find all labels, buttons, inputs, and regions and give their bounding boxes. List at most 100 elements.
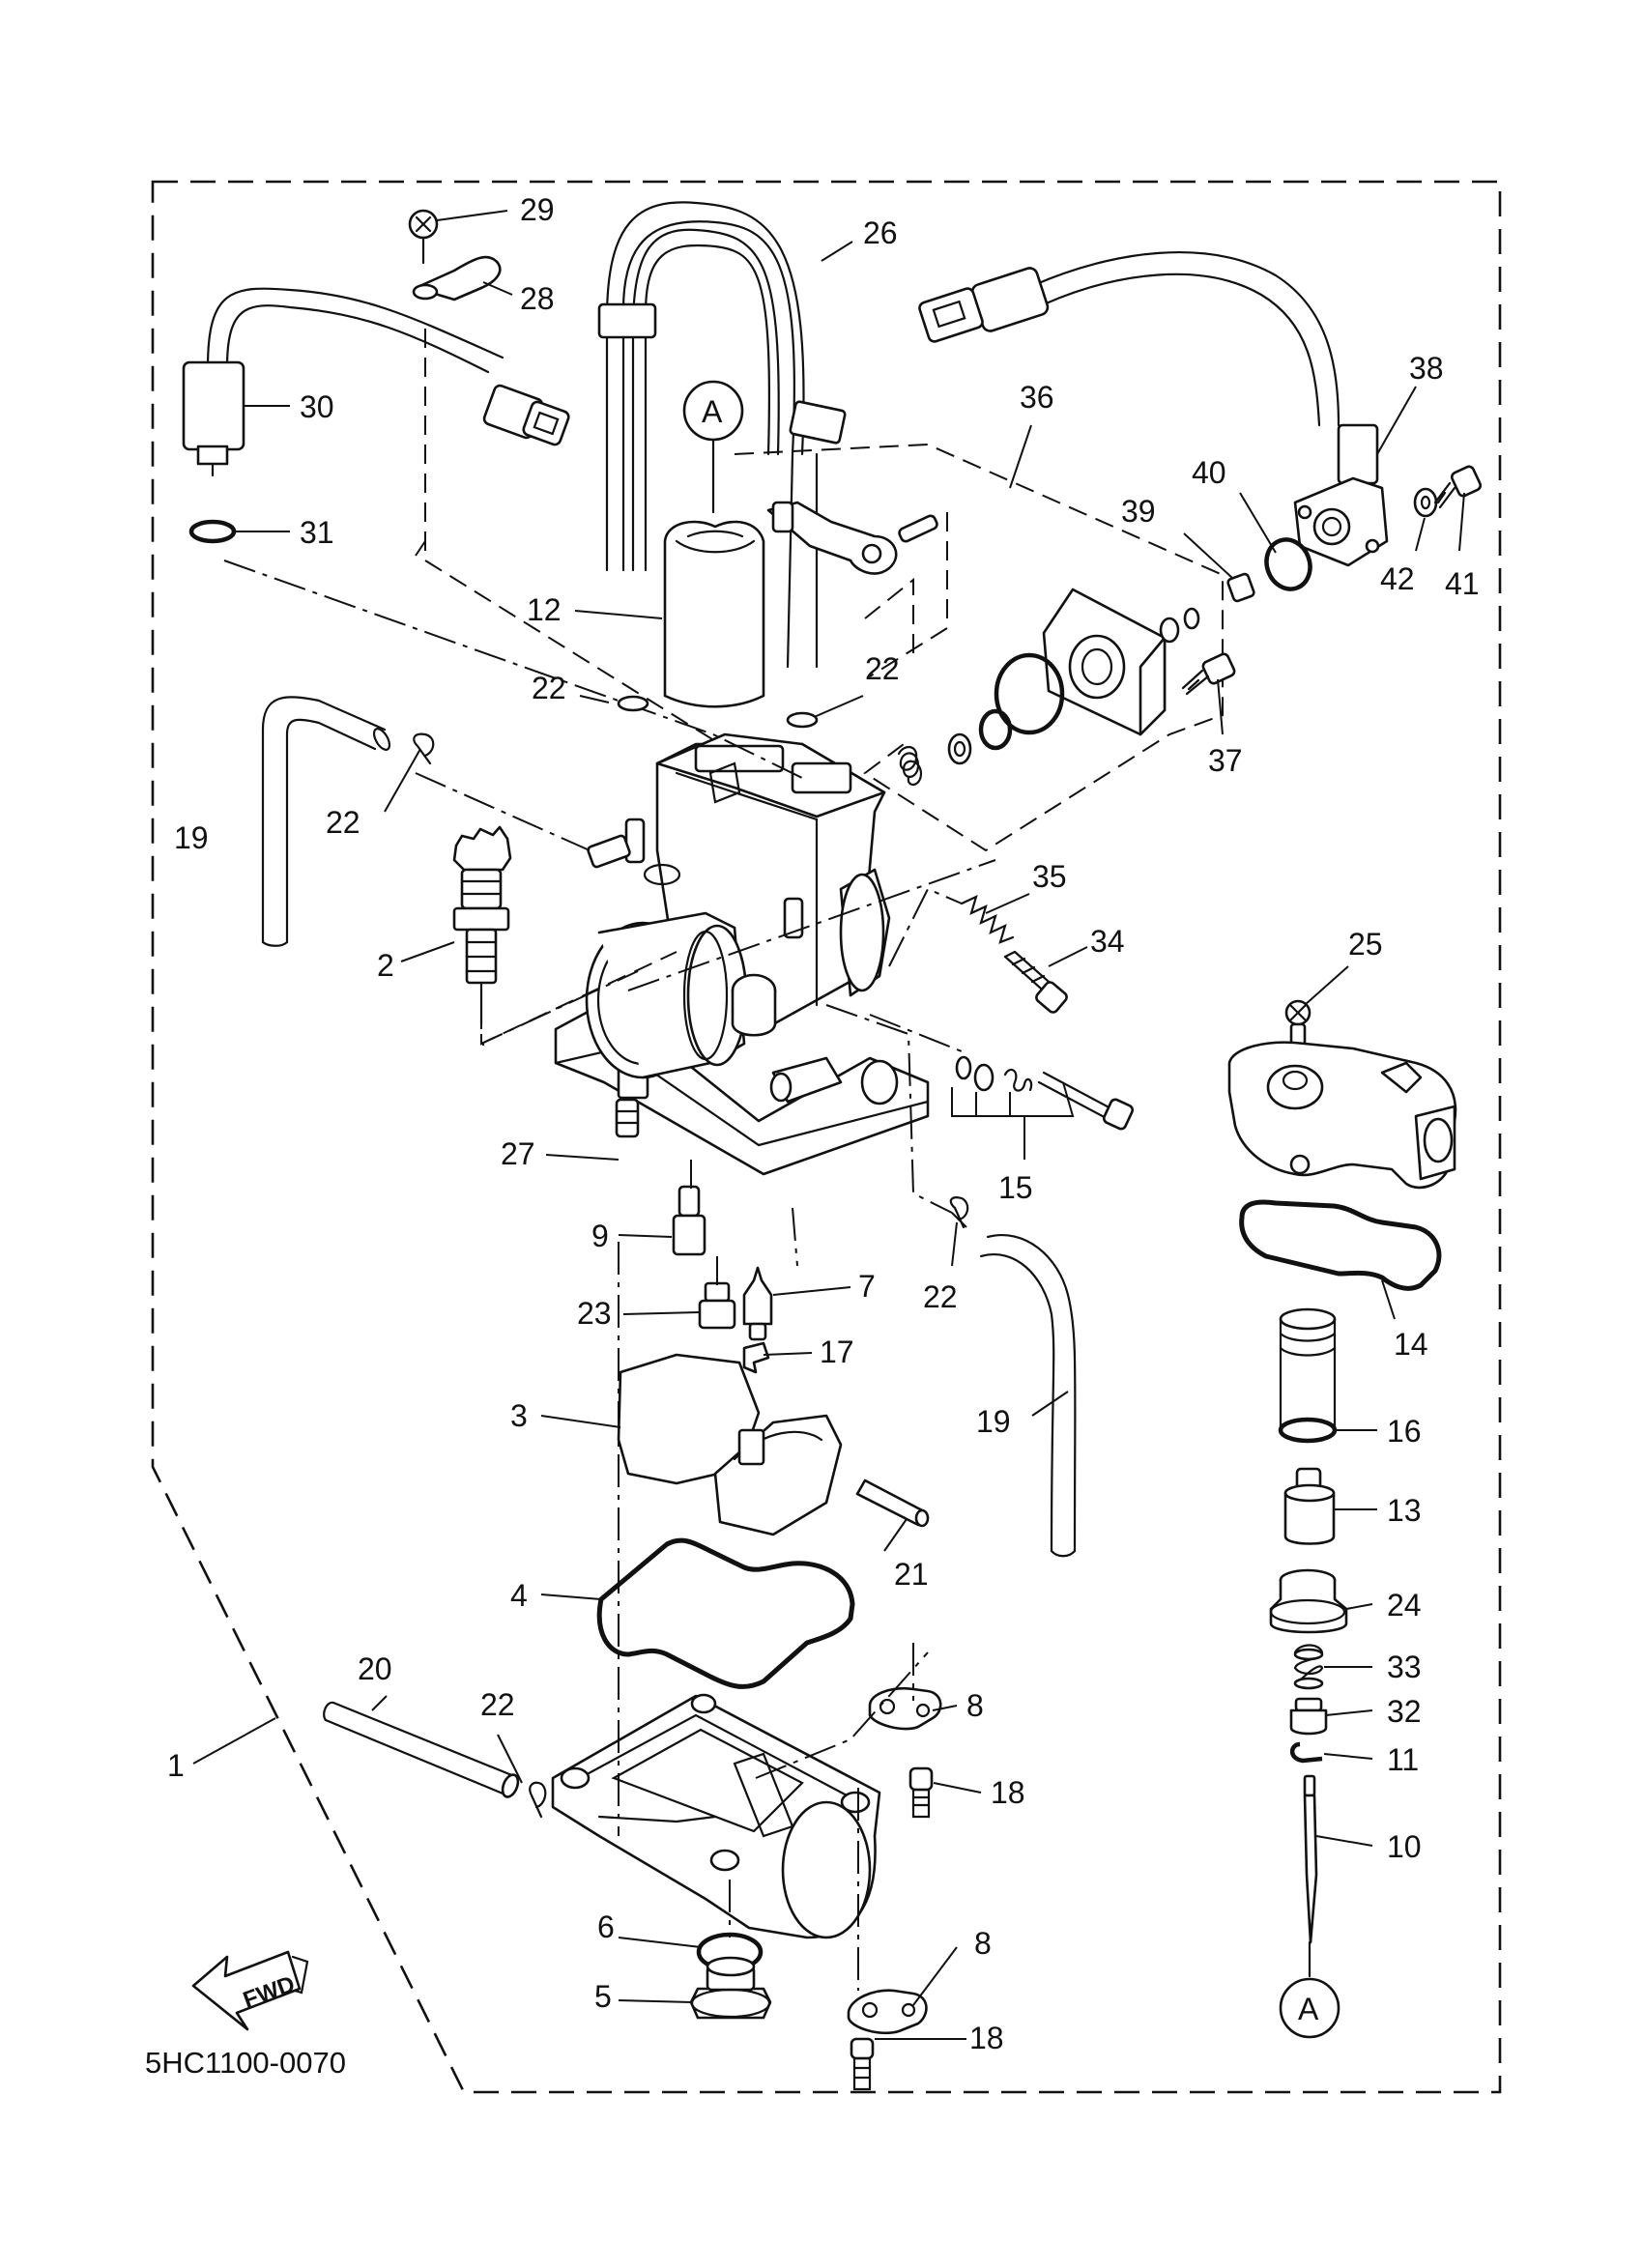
part-36-group-outline xyxy=(734,443,1224,852)
reference-marker-a-top-label: A xyxy=(702,394,723,429)
part-16-spring-boot xyxy=(1278,1307,1338,1444)
fwd-arrow-icon: FWD xyxy=(191,1950,309,2031)
part-3-float xyxy=(617,1353,843,1536)
part-22-clip-a xyxy=(617,695,649,712)
part-21-float-pin xyxy=(855,1479,930,1528)
part-22-clip-b xyxy=(786,711,819,729)
part-36-orings xyxy=(947,652,1065,765)
part-32-retainer xyxy=(1289,1697,1328,1736)
part-29-screw xyxy=(408,209,439,265)
part-38-tps-cable xyxy=(918,251,1340,427)
assembly-boundary xyxy=(151,180,1502,2094)
assembly-centerlines xyxy=(223,540,996,1991)
callout-19-a: 19 xyxy=(174,820,209,855)
part-24-cap xyxy=(1269,1568,1348,1634)
part-37-screw xyxy=(1181,652,1236,696)
callout-27: 27 xyxy=(501,1136,535,1171)
part-39-key xyxy=(1226,572,1255,603)
callout-42: 42 xyxy=(1380,561,1415,596)
callout-34: 34 xyxy=(1090,924,1125,959)
part-18-screw-upper xyxy=(908,1766,934,1819)
part-36-lever-assembly xyxy=(766,501,938,575)
part-31-oring xyxy=(188,519,237,544)
callout-10: 10 xyxy=(1387,1829,1422,1864)
part-42-washer xyxy=(1413,487,1438,518)
part-pump-cover xyxy=(1227,1041,1457,1190)
callout-28: 28 xyxy=(520,281,555,316)
part-36-spring xyxy=(897,746,923,786)
part-41-screw xyxy=(1433,465,1483,509)
callout-18-a: 18 xyxy=(991,1775,1025,1810)
assembly-dash-lines xyxy=(424,329,721,1046)
part-1-float-chamber xyxy=(551,1693,881,1939)
callout-4: 4 xyxy=(510,1578,528,1613)
callout-22-e: 22 xyxy=(480,1687,515,1722)
callout-2: 2 xyxy=(377,948,394,983)
part-17-clip xyxy=(742,1341,770,1374)
callout-41: 41 xyxy=(1445,566,1480,601)
callout-8-a: 8 xyxy=(966,1688,984,1723)
part-34-screw xyxy=(1003,950,1068,1014)
part-22-clip-c xyxy=(413,732,435,765)
part-8-plate-upper xyxy=(868,1687,942,1731)
part-10-jet-needle xyxy=(1303,1774,1318,1978)
callout-26: 26 xyxy=(863,215,898,250)
part-20-drain-hose xyxy=(323,1701,520,1798)
part-12-throttle-valve xyxy=(663,520,765,708)
part-22-clip-e xyxy=(529,1781,547,1819)
callout-21: 21 xyxy=(894,1557,929,1592)
part-5-drain-plug xyxy=(689,1956,772,2020)
callout-39: 39 xyxy=(1121,494,1156,529)
part-30-connector xyxy=(482,384,570,446)
part-38-tps xyxy=(1293,423,1389,567)
part-26-vent-hoses xyxy=(597,201,847,669)
part-36-plate xyxy=(1042,588,1200,736)
part-30-sensor xyxy=(182,287,504,477)
leader-lines xyxy=(192,210,1465,2040)
callout-33: 33 xyxy=(1387,1650,1422,1684)
callout-14: 14 xyxy=(1394,1327,1428,1362)
callout-35: 35 xyxy=(1032,859,1067,894)
callout-17: 17 xyxy=(820,1335,854,1369)
callout-22-b: 22 xyxy=(865,651,900,686)
callout-8-b: 8 xyxy=(974,1926,992,1961)
callout-22-d: 22 xyxy=(923,1279,958,1314)
callout-13: 13 xyxy=(1387,1493,1422,1528)
reference-marker-a-bottom-label: A xyxy=(1298,1992,1319,2026)
callout-19-b: 19 xyxy=(976,1404,1011,1439)
callout-1: 1 xyxy=(167,1748,185,1783)
part-4-float-gasket xyxy=(596,1537,855,1689)
callout-25: 25 xyxy=(1348,927,1383,962)
part-18-screw-lower xyxy=(850,2037,875,2091)
callout-38: 38 xyxy=(1409,351,1444,386)
part-14-diaphragm xyxy=(1239,1199,1442,1291)
part-7-needle-valve xyxy=(742,1266,773,1341)
callout-labels: 29 28 30 31 26 12 22 22 22 19 2 27 36 38… xyxy=(167,192,1480,2055)
part-15-adjuster-set xyxy=(955,1055,1135,1131)
callout-23: 23 xyxy=(577,1296,612,1331)
part-2-pilot-screw xyxy=(452,825,512,1026)
callout-16: 16 xyxy=(1387,1414,1422,1449)
callout-32: 32 xyxy=(1387,1694,1422,1729)
callout-24: 24 xyxy=(1387,1588,1422,1622)
callout-9: 9 xyxy=(591,1219,609,1253)
part-8-plate-lower xyxy=(847,1989,928,2035)
part-9-pilot-jet xyxy=(672,1185,706,1256)
part-40-oring xyxy=(1264,537,1312,591)
callout-11: 11 xyxy=(1387,1742,1419,1777)
callout-31: 31 xyxy=(300,515,334,550)
part-19-hose-left xyxy=(261,696,391,947)
part-35-spring xyxy=(960,894,1015,944)
callout-7: 7 xyxy=(858,1269,876,1304)
callout-29: 29 xyxy=(520,192,555,227)
part-22-clip-d xyxy=(949,1196,969,1229)
callout-30: 30 xyxy=(300,389,334,424)
diagram-code: 5HC1100-0070 xyxy=(145,2046,346,2080)
callout-6: 6 xyxy=(597,1909,615,1944)
carburetor-body xyxy=(554,732,930,1176)
part-33-spring xyxy=(1293,1644,1324,1690)
part-11-clip xyxy=(1289,1741,1323,1764)
part-23-main-jet xyxy=(698,1281,736,1330)
callout-37: 37 xyxy=(1208,743,1243,778)
